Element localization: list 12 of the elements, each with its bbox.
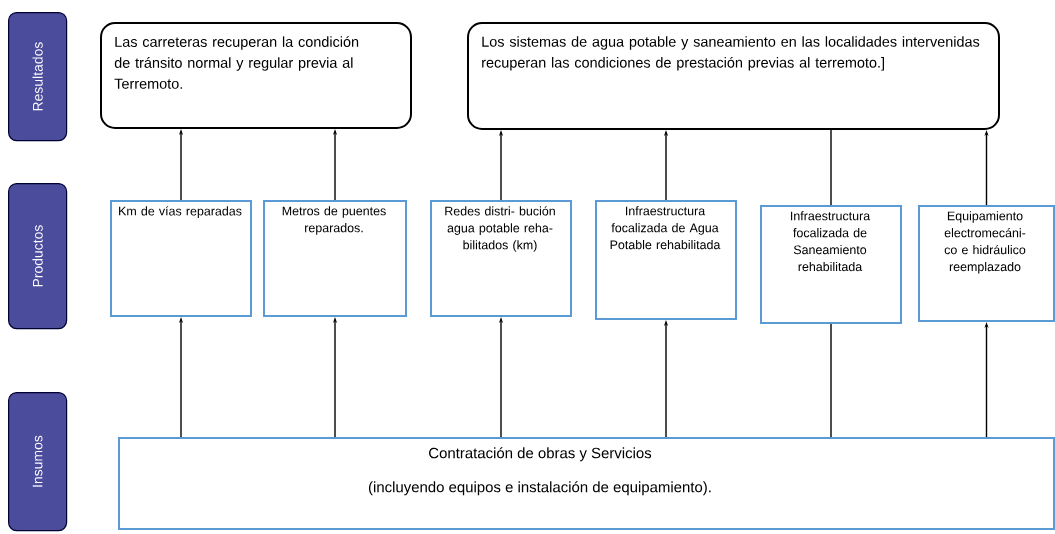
input-box: Contratación de obras y Servicios (incluyendo equipos e instalación de equipamiento). — [118, 437, 1055, 530]
result-box: Los sistemas de agua potable y saneamiento en las localidades intervenidas recuperan las condiciones de prestación previas al terremoto.] — [467, 22, 1000, 130]
result-box: Las carreteras recuperan la condición de tránsito normal y regular previa al Terremoto. — [100, 22, 412, 129]
category-band: Insumos — [8, 392, 68, 532]
product-box: Km de vías reparadas — [110, 200, 252, 317]
product-box: Infraestructura focalizada de Saneamiento rehabilitada — [760, 205, 902, 324]
category-band: Resultados — [8, 12, 68, 142]
product-box: Redes distri- bución agua potable reha- bilitados (km) — [430, 200, 572, 317]
category-band: Productos — [8, 183, 68, 330]
product-box: Equipamiento electromecáni- co e hidráulico reemplazado — [918, 205, 1055, 322]
product-box: Infraestructura focalizada de Agua Potable rehabilitada — [595, 200, 737, 320]
product-box: Metros de puentes reparados. — [263, 200, 407, 317]
